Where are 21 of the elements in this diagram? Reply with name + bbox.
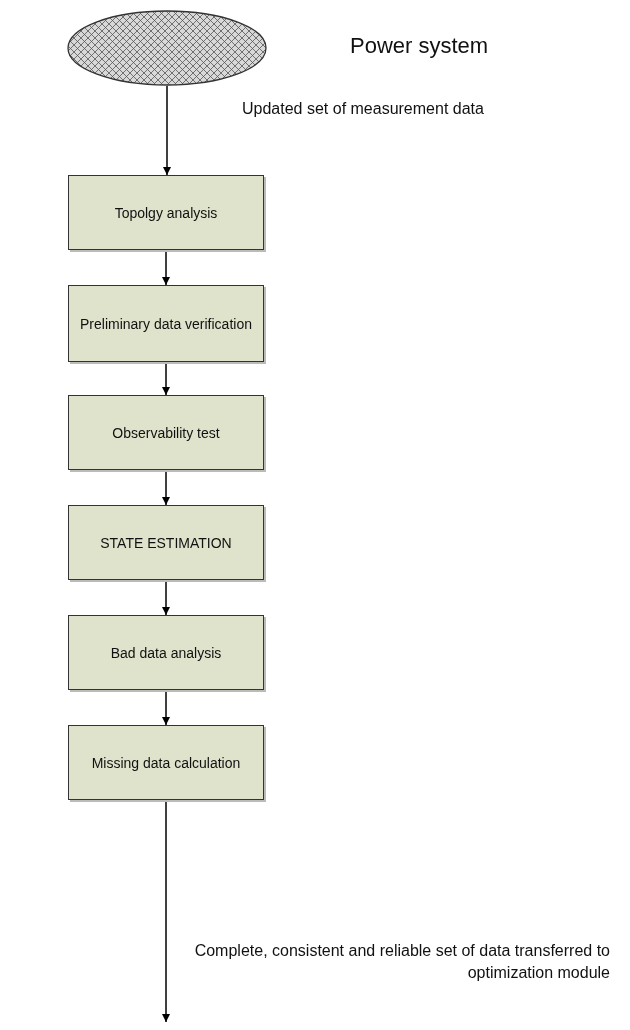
arrow [162,249,170,286]
process-box [68,615,264,690]
arrow [163,85,171,176]
process-label: Topolgy analysis [114,204,218,221]
process-label: Observability test [112,424,220,441]
process-box [68,175,264,250]
arrow [162,361,170,396]
arrow [162,579,170,616]
process-label: STATE ESTIMATION [100,534,232,551]
process-box [68,725,264,800]
process-box [68,505,264,580]
process-label: Preliminary data verification [80,315,252,332]
arrow [162,689,170,726]
process-box [68,285,264,362]
process-box [68,395,264,470]
arrow [162,469,170,506]
arrow [162,799,170,1023]
hatched-ellipse [67,10,267,86]
process-label: Missing data calculation [91,754,241,771]
node-caption: Power system [350,33,489,59]
process-label: Bad data analysis [110,644,222,661]
